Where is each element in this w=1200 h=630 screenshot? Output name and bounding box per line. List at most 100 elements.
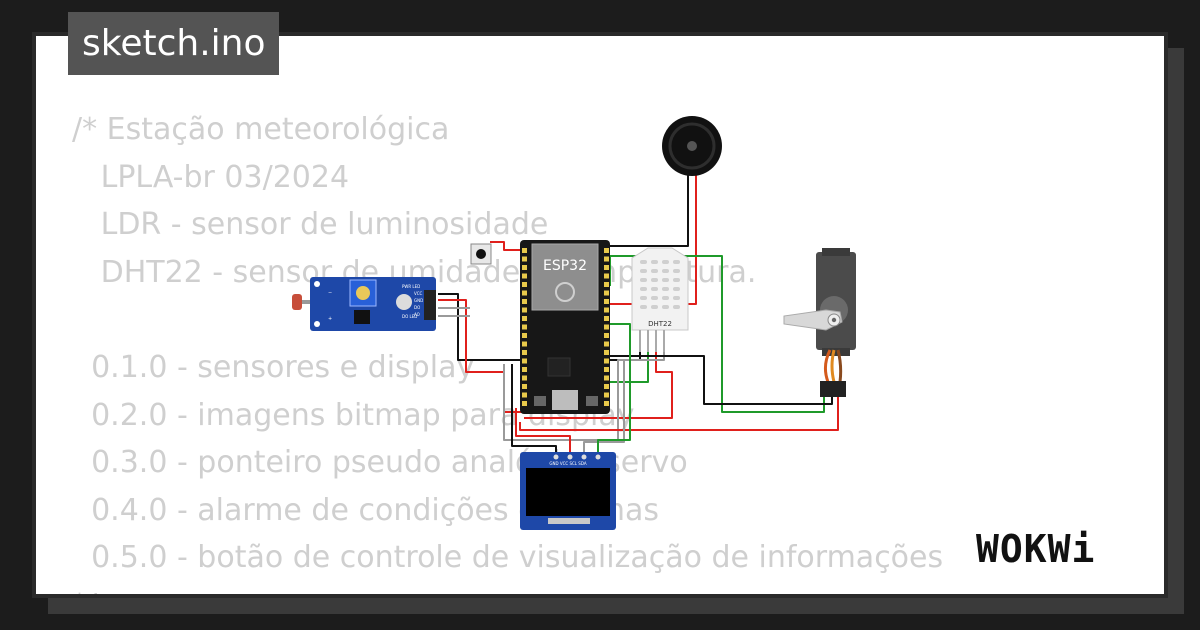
code-line: /* Estação meteorológica <box>72 112 450 147</box>
esp32-pin <box>604 358 609 364</box>
dht22-vent <box>651 296 658 300</box>
esp32-pin <box>604 316 609 321</box>
dht22-vent <box>673 278 680 282</box>
esp32-usb-port <box>552 390 578 410</box>
oled-pin <box>567 454 573 460</box>
ldr-pin-header <box>424 290 436 320</box>
esp32-pin <box>522 282 527 287</box>
buzzer <box>662 116 722 176</box>
dht22-vents <box>640 260 680 309</box>
ldr-pin-label: + <box>328 316 332 322</box>
dht22-vent <box>651 305 658 309</box>
dht22-vent <box>673 287 680 291</box>
dht22-vent <box>662 260 669 264</box>
oled-ribbon <box>548 518 590 524</box>
esp32-chip <box>547 357 571 377</box>
esp32-logo <box>555 282 575 302</box>
ldr-module: − + PWR LED DO LED VCC GND DO AO <box>292 277 436 331</box>
esp32-pin <box>604 367 609 372</box>
code-line: 0.5.0 - botão de controle de visualizaçã… <box>72 540 944 576</box>
servo-motor <box>783 248 856 397</box>
esp32-label: ESP32 <box>543 258 587 274</box>
esp32-pin <box>604 401 609 406</box>
wire-oled-green <box>597 323 631 456</box>
esp32-pin <box>604 341 609 347</box>
push-button-cap <box>476 249 486 259</box>
esp32-pin <box>522 265 527 270</box>
ldr-pin-label: DO <box>414 305 420 310</box>
wire-servo-red <box>519 396 839 431</box>
ldr-pin-label: AO <box>414 312 420 317</box>
dht22-pin <box>663 330 665 352</box>
esp32-pin <box>604 265 609 270</box>
esp32-pin <box>522 401 527 406</box>
esp32-pin <box>522 324 527 330</box>
wire-oled-red <box>515 408 571 456</box>
dht22-vent <box>640 305 647 309</box>
dht22-vent <box>673 260 680 264</box>
wire-ldr-red <box>438 299 524 413</box>
esp32-pin <box>604 384 609 389</box>
oled-pin <box>595 454 601 460</box>
ldr-led-label: DO LED <box>402 314 417 319</box>
esp32-pin <box>522 248 527 253</box>
dht22-pin <box>647 330 649 352</box>
esp32-pin <box>522 358 527 364</box>
dht22-vent <box>640 260 647 264</box>
wire-ldr-black <box>438 293 524 361</box>
esp32-button <box>534 396 546 406</box>
ldr-led <box>396 294 412 310</box>
dht22-vent <box>651 278 658 282</box>
servo-cable <box>823 349 832 383</box>
esp32-pin <box>604 307 609 313</box>
buzzer-ring <box>668 122 716 170</box>
esp32-board: ESP32 <box>520 240 610 414</box>
wire-dht-gray <box>503 350 665 441</box>
esp32-pin <box>522 290 527 296</box>
ldr-led-label: PWR LED <box>402 284 420 289</box>
esp32-pin <box>522 307 527 313</box>
code-line: 0.3.0 - ponteiro pseudo analógico servo <box>72 445 688 481</box>
esp32-pin <box>522 350 527 355</box>
esp32-pin <box>522 299 527 304</box>
oled-display: GND VCC SCL SDA <box>520 452 616 530</box>
wire-button-red <box>490 241 524 251</box>
esp32-pin <box>522 384 527 389</box>
dht22-vent <box>651 287 658 291</box>
wire-servo-black <box>602 355 833 405</box>
esp32-pin <box>604 375 609 381</box>
ldr-pin-label: VCC <box>414 291 423 296</box>
servo-horn-screw <box>831 317 837 323</box>
wokwi-logo: WOKWi <box>976 527 1094 571</box>
dht22-vent <box>662 269 669 273</box>
servo-mount-top <box>822 248 850 256</box>
servo-cable <box>836 349 843 383</box>
preview-card: /* Estação meteorológica LPLA-br 03/2024… <box>32 32 1168 598</box>
dht22-vent <box>651 269 658 273</box>
esp32-pin <box>522 392 527 398</box>
esp32-pin <box>522 256 527 262</box>
esp32-pin <box>522 341 527 347</box>
dht22-vent <box>662 278 669 282</box>
file-tab[interactable]: sketch.ino <box>68 12 280 75</box>
dht22-vent <box>673 305 680 309</box>
wire-dht-red <box>524 350 673 419</box>
dht22-pin <box>655 330 657 352</box>
dht22-vent <box>640 269 647 273</box>
oled-pin-labels: GND VCC SCL SDA <box>549 461 586 466</box>
esp32-pin <box>604 282 609 287</box>
esp32-pin <box>604 324 609 330</box>
code-line: LDR - sensor de luminosidade <box>72 207 549 243</box>
esp32-pin <box>604 299 609 304</box>
esp32-pin <box>522 375 527 381</box>
esp32-pin <box>522 316 527 321</box>
push-button <box>470 243 492 265</box>
servo-connector <box>820 381 846 397</box>
ldr-lead <box>302 300 314 304</box>
oled-pin <box>553 454 559 460</box>
esp32-pin <box>604 256 609 262</box>
oled-screen <box>526 468 610 516</box>
esp32-pin <box>604 333 609 338</box>
ldr-pin-label: − <box>328 290 332 296</box>
circuit-diagram: − + PWR LED DO LED VCC GND DO AO ESP32 D… <box>292 116 856 530</box>
